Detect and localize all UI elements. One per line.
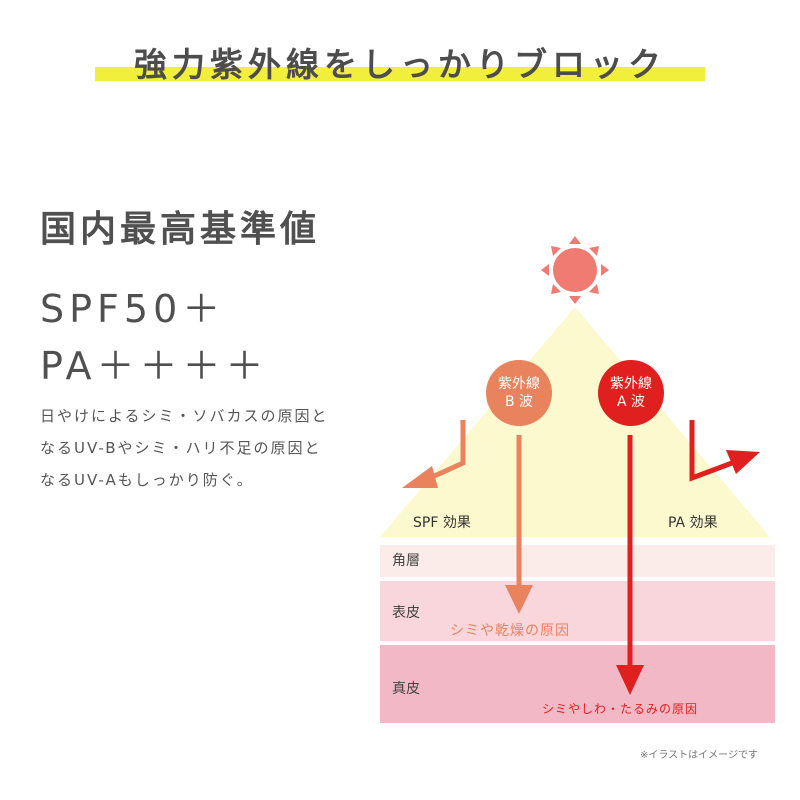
description-line: 日やけによるシミ・ソバカスの原因と <box>40 407 329 425</box>
uv-diagram: 紫外線 B 波 紫外線 A 波 SPF 効果 PA 効果 角層 表皮 真皮 シミ… <box>370 230 800 800</box>
uva-badge-line: A 波 <box>616 394 646 410</box>
spf-effect-label: SPF 効果 <box>413 515 471 531</box>
uvb-penetrate-arrow <box>505 435 533 614</box>
layer-epidermis-label: 表皮 <box>392 605 420 621</box>
layer-dermis-label: 真皮 <box>392 681 420 697</box>
headline-highlight <box>95 67 705 81</box>
description-line: なるUV-Bやシミ・ハリ不足の原因と <box>40 439 322 457</box>
pa-effect-label: PA 効果 <box>668 515 718 531</box>
illustration-note: ※イラストはイメージです <box>640 750 758 761</box>
pa-value: PA＋＋＋＋ <box>40 344 269 388</box>
left-block: 国内最高基準値 SPF50＋ PA＋＋＋＋ 日やけによるシミ・ソバカスの原因と … <box>40 200 400 489</box>
uvb-badge-line: 紫外線 <box>498 376 540 392</box>
sunlight-triangle <box>380 307 770 537</box>
layer-horny-band <box>380 545 775 577</box>
spf-value: SPF50＋ <box>40 287 226 331</box>
uvb-cause-label: シミや乾燥の原因 <box>450 623 570 639</box>
uva-reflect-arrow <box>689 420 760 482</box>
layer-horny-label: 角層 <box>392 553 420 569</box>
uva-penetrate-arrow <box>616 435 644 695</box>
layer-epidermis-band <box>380 581 775 641</box>
uvb-badge: 紫外線 B 波 <box>486 360 552 426</box>
uva-badge-line: 紫外線 <box>610 376 652 392</box>
headline-section: 強力紫外線をしっかりブロック <box>0 30 800 90</box>
layer-dermis-band <box>380 645 775 723</box>
standard-title: 国内最高基準値 <box>40 209 321 250</box>
surface-line <box>380 537 775 545</box>
uvb-badge-line: B 波 <box>504 394 534 410</box>
diagram-graphic <box>380 236 775 723</box>
uvb-reflect-arrow <box>402 420 466 488</box>
description: 日やけによるシミ・ソバカスの原因と なるUV-Bやシミ・ハリ不足の原因と なるU… <box>40 400 400 496</box>
uva-badge: 紫外線 A 波 <box>598 360 664 426</box>
uva-cause-label: シミやしわ・たるみの原因 <box>542 702 699 716</box>
sun-icon <box>541 236 609 304</box>
description-line: なるUV-Aもしっかり防ぐ。 <box>40 471 254 489</box>
headline: 強力紫外線をしっかりブロック <box>134 45 666 84</box>
